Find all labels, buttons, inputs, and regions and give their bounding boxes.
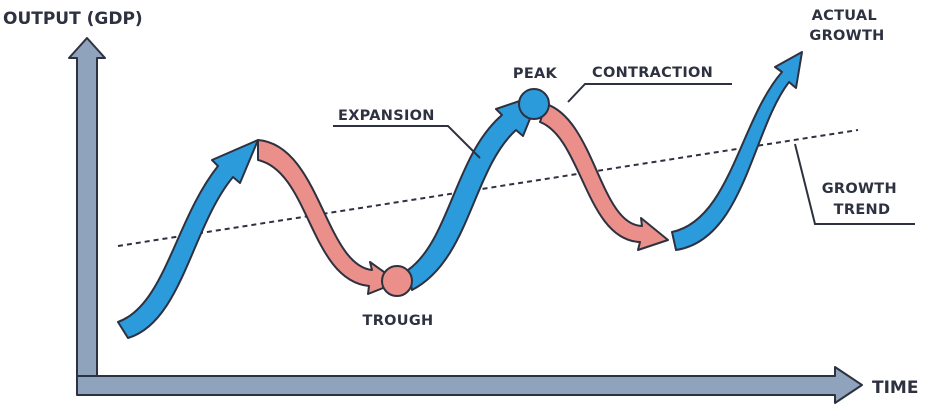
x-axis-arrow — [76, 366, 863, 404]
growth-trend-label: GROWTH TREND — [822, 181, 903, 218]
growth-trend-label-line2: TREND — [834, 202, 891, 218]
y-axis-arrow — [68, 37, 106, 386]
x-axis-label: TIME — [872, 378, 918, 398]
contraction-label: CONTRACTION — [592, 65, 713, 81]
growth-trend-label-line1: GROWTH — [822, 181, 897, 197]
axes — [68, 37, 863, 404]
contraction-leader — [567, 83, 732, 103]
expansion-segment-1 — [117, 139, 259, 339]
actual-growth-label-line2: GROWTH — [809, 28, 884, 44]
actual-growth-wave — [117, 51, 803, 339]
growth-trend-line — [117, 129, 859, 247]
expansion-leader — [333, 125, 481, 159]
expansion-label: EXPANSION — [338, 108, 435, 124]
trough-marker — [381, 265, 413, 297]
y-axis-label: OUTPUT (GDP) — [3, 9, 143, 29]
trough-label: TROUGH — [363, 313, 434, 329]
peak-marker — [518, 88, 550, 120]
contraction-segment-1 — [257, 139, 399, 295]
contraction-segment-2 — [539, 103, 669, 251]
growth-trend-leader — [794, 143, 915, 225]
actual-growth-label: ACTUAL GROWTH — [809, 8, 884, 44]
expansion-segment-3 — [671, 51, 803, 251]
leader-lines — [333, 83, 915, 225]
peak-label: PEAK — [513, 66, 558, 82]
actual-growth-label-line1: ACTUAL — [812, 8, 877, 24]
